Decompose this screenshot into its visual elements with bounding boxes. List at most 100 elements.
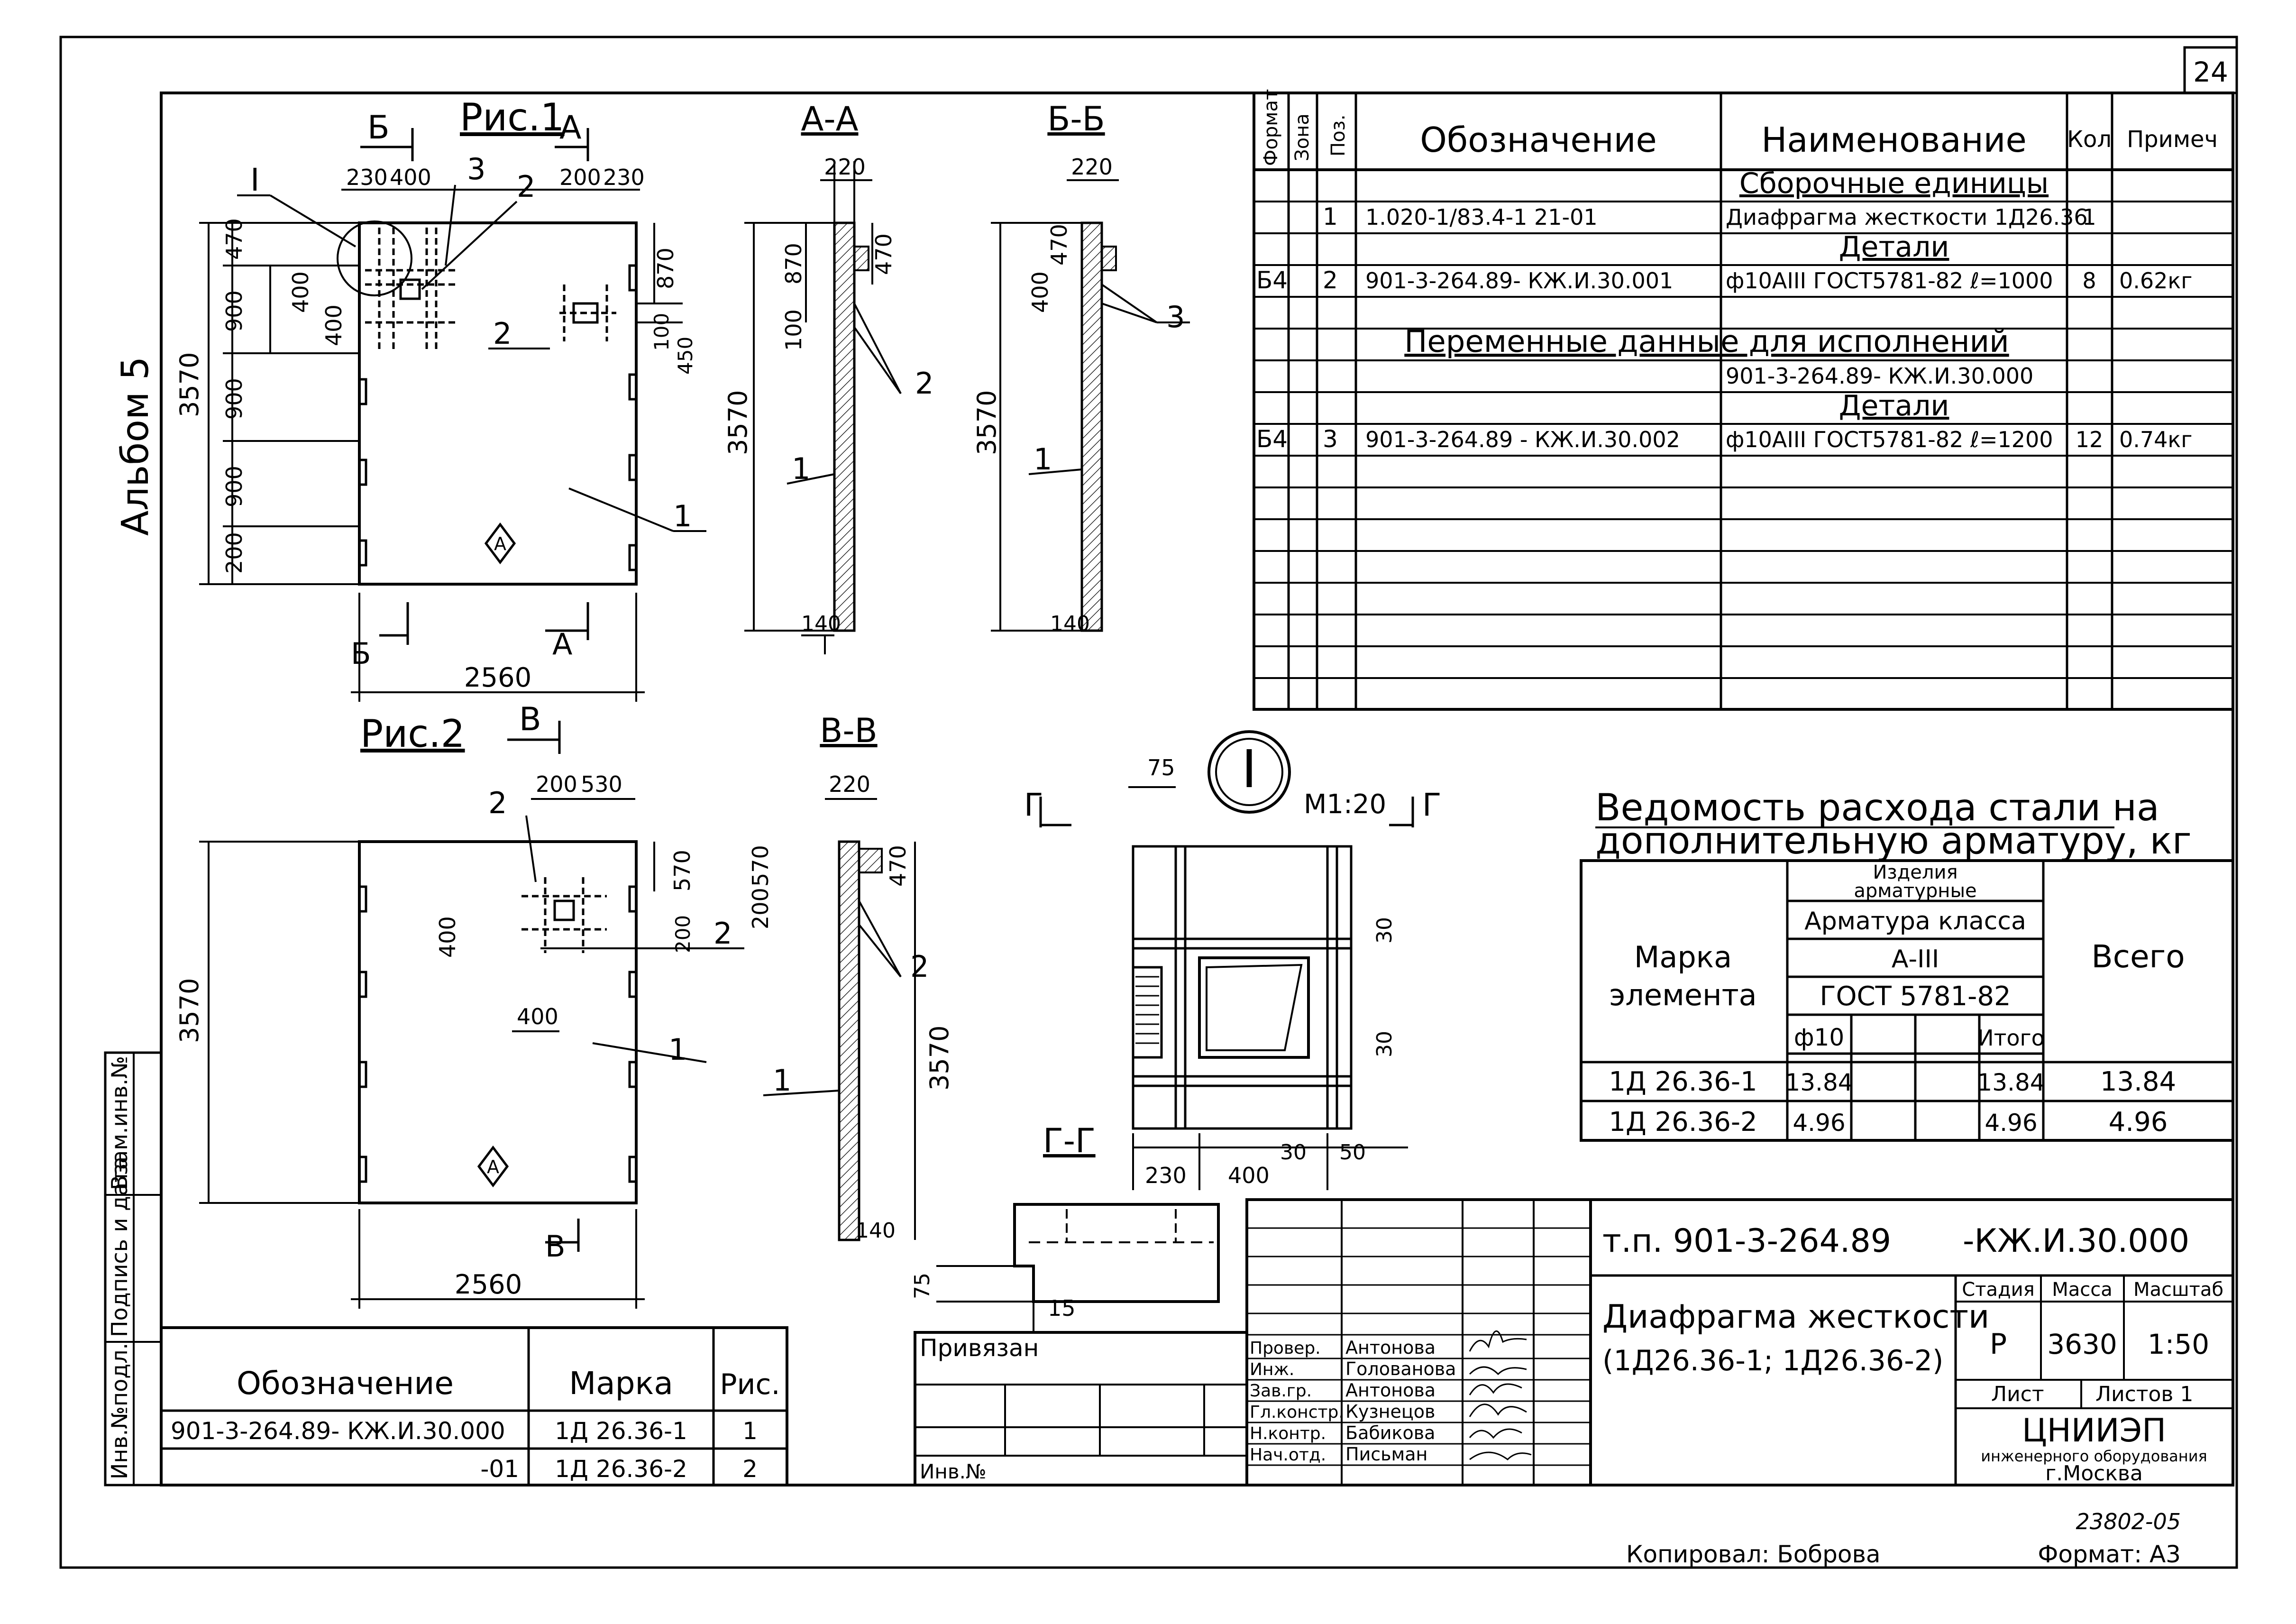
fig1-dim-450: 450 — [674, 337, 697, 375]
bb-dim-400: 400 — [1027, 271, 1053, 313]
spec-cell: 901-3-264.89 - КЖ.И.30.002 — [1365, 427, 1680, 452]
steel-h-mark-2: элемента — [1609, 978, 1756, 1012]
stamp-stage: Р — [1990, 1328, 2007, 1361]
fig1-dim-400: 400 — [390, 165, 431, 190]
steel-h-sum: Итого — [1977, 1025, 2045, 1051]
outer-frame — [59, 36, 2238, 1569]
bb-title: Б-Б — [1047, 100, 1105, 138]
spec-cell: 901-3-264.89- КЖ.И.30.001 — [1365, 268, 1673, 294]
side-label-sign: Подпись и дата — [107, 1156, 132, 1337]
stamp-person: Кузнецов — [1345, 1401, 1435, 1422]
steel-r1-total: 13.84 — [2100, 1066, 2176, 1097]
fig1-node-label: I — [250, 162, 259, 198]
stamp-sheet: Лист — [1991, 1382, 2044, 1406]
fig1-sec-b-bottom: Б — [351, 636, 371, 671]
stamp-mass: 3630 — [2047, 1328, 2117, 1360]
fig1-dim-100: 100 — [650, 313, 673, 351]
gg-dim-75: 75 — [910, 1273, 934, 1299]
gg-title: Г-Г — [1043, 1121, 1096, 1160]
steel-h-gost: ГОСТ 5781-82 — [1820, 981, 2011, 1012]
var-h-code: Обозначение — [237, 1365, 454, 1402]
stamp-role: Гл.констр. — [1250, 1403, 1344, 1422]
fig1-sec-b-top: Б — [367, 109, 390, 147]
spec-h-qty: Кол — [2067, 126, 2112, 153]
section-vv: В-В 220 200 570 470 3570 140 1 2 — [748, 711, 954, 1243]
node-sec-g-right: Г — [1422, 787, 1441, 823]
steel-h-d10: ф10 — [1794, 1024, 1844, 1051]
var-h-fig: Рис. — [720, 1368, 780, 1401]
stamp-person: Голованова — [1345, 1358, 1456, 1379]
fig1-panel — [358, 221, 638, 586]
fig1-dim-400a: 400 — [288, 271, 313, 313]
bb-dim-470: 470 — [1046, 224, 1072, 266]
fig2-panel — [358, 840, 638, 1204]
spec-cell: Б4 — [1256, 425, 1288, 453]
node-dim-50: 50 — [1339, 1140, 1366, 1165]
copied-by: Копировал: Боброва — [1626, 1541, 1881, 1568]
stamp-h-scale: Масштаб — [2133, 1279, 2223, 1301]
spec-cell: Переменные данные для исполнений — [1404, 324, 2009, 359]
spec-cell: Диафрагма жесткости 1Д26.36 — [1726, 204, 2088, 230]
stamp-person: Антонова — [1345, 1380, 1436, 1401]
spec-h-code: Обозначение — [1420, 120, 1657, 160]
stamp-role: Провер. — [1250, 1339, 1321, 1358]
spec-h-format: Формат — [1260, 89, 1282, 166]
node-dim-400: 400 — [1228, 1163, 1270, 1188]
spec-table: Формат Зона Поз. Обозначение Наименовани… — [1253, 89, 2234, 711]
steel-r1-sum: 13.84 — [1977, 1069, 2045, 1096]
fig1-dim-230b: 230 — [603, 165, 645, 190]
steel-h-items-2: арматурные — [1854, 880, 1976, 902]
fig1-dim-400b: 400 — [321, 304, 347, 346]
fig1-dim-870: 870 — [653, 248, 678, 289]
album-label: Альбом 5 — [114, 357, 157, 536]
vv-total: 3570 — [924, 1026, 954, 1091]
bound-block: Привязан Инв.№ — [914, 1331, 1248, 1486]
spec-cell: 1 — [1323, 203, 1338, 230]
var-r2-mark: 1Д 26.36-2 — [555, 1455, 687, 1483]
fig2-title: Рис.2 — [360, 712, 465, 756]
spec-cell: ф10АIII ГОСТ5781-82 ℓ=1000 — [1726, 268, 2053, 294]
spec-cell: 0.74кг — [2119, 427, 2192, 452]
vv-dim-570: 570 — [748, 845, 773, 887]
fig2: Рис.2 В А 200 530 570 200 400 400 2 2 — [174, 701, 744, 1309]
gg-dim-15: 15 — [1048, 1295, 1076, 1321]
var-r2-code: -01 — [480, 1455, 519, 1483]
side-label-replace: Взам.инв.№ — [107, 1056, 132, 1190]
steel-r2-total: 4.96 — [2109, 1107, 2168, 1138]
section-bb: Б-Б 220 400 470 3570 140 1 3 — [972, 100, 1190, 636]
fig1-pos-2b: 2 — [493, 316, 512, 351]
stamp-person: Бабикова — [1345, 1422, 1435, 1443]
stamp-org-1: ЦНИИЭП — [2022, 1412, 2166, 1450]
fig1-total-h: 3570 — [174, 352, 204, 417]
fig1-pos-1: 1 — [673, 499, 692, 533]
steel-title-1: Ведомость расхода стали на — [1595, 787, 2159, 829]
var-r1-mark: 1Д 26.36-1 — [555, 1417, 687, 1445]
vv-title: В-В — [820, 711, 877, 750]
fig2-dim-570: 570 — [669, 850, 695, 891]
var-r1-fig: 1 — [742, 1417, 758, 1445]
fig2-total-w: 2560 — [455, 1269, 522, 1300]
stamp-name-1: Диафрагма жесткости — [1602, 1298, 1989, 1336]
steel-table: Ведомость расхода стали на дополнительну… — [1580, 787, 2234, 1142]
fig1-dim-200: 200 — [221, 532, 247, 574]
steel-h-mark-1: Марка — [1634, 940, 1732, 974]
spec-h-name: Наименование — [1761, 120, 2027, 160]
sheet-number: 24 — [2193, 56, 2228, 88]
spec-h-pos: Поз. — [1327, 114, 1349, 156]
spec-cell: ф10АIII ГОСТ5781-82 ℓ=1200 — [1726, 427, 2053, 452]
fig2-dim-400a: 400 — [435, 916, 460, 958]
fig1-dim-900b: 900 — [221, 378, 247, 420]
stamp-sheets: Листов 1 — [2095, 1382, 2193, 1406]
bb-pos-3: 3 — [1166, 300, 1185, 334]
var-h-mark: Марка — [569, 1365, 673, 1402]
node-dim-230: 230 — [1145, 1163, 1187, 1188]
node-scale: М1:20 — [1304, 789, 1386, 820]
spec-cell: Сборочные единицы — [1739, 167, 2049, 200]
side-stamp: Инв.№подл. Подпись и дата Взам.инв.№ — [104, 1051, 163, 1486]
main-stamp: т.п. 901-3-264.89 -КЖ.И.30.000 Диафрагма… — [1245, 1198, 2234, 1486]
bb-dim-140: 140 — [1050, 612, 1090, 636]
bb-total: 3570 — [972, 390, 1002, 455]
fig1-dim-900c: 900 — [221, 466, 247, 507]
fig2-dim-400b: 400 — [517, 1004, 558, 1029]
fig2-sec-v-bottom: В — [545, 1229, 566, 1264]
